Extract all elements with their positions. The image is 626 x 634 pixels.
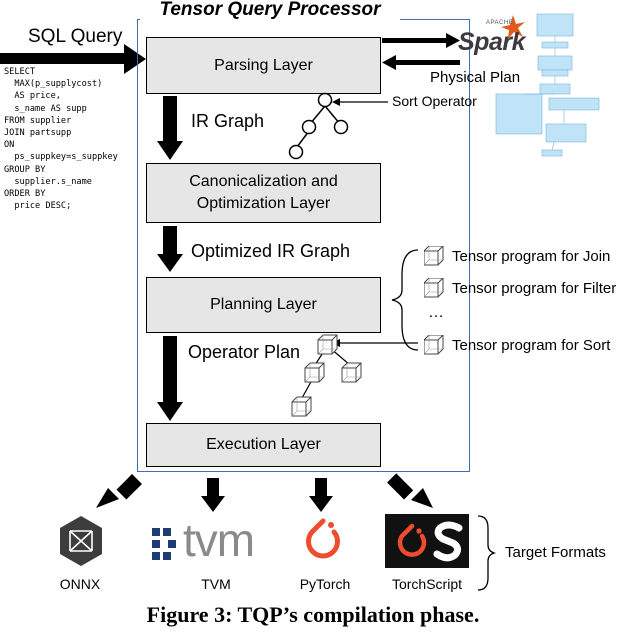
spark-star-icon xyxy=(501,15,525,39)
tensor-program-sort: Tensor program for Sort xyxy=(424,335,610,355)
tensor-program-ellipsis: … xyxy=(428,304,444,321)
pytorch-logo-icon xyxy=(306,518,340,559)
execution-layer: Execution Layer xyxy=(146,423,381,467)
target-formats-label: Target Formats xyxy=(505,544,606,561)
ir-tree-icon xyxy=(288,92,349,160)
flow-arrows xyxy=(157,96,183,421)
output-arrows xyxy=(96,473,433,512)
tvm-logo-icon xyxy=(152,528,176,560)
spark-arrows xyxy=(382,33,460,70)
physical-plan-thumbnail xyxy=(495,13,600,157)
spark-name: Spark xyxy=(458,28,525,56)
canonicalization-label-line1: Canonicalization and xyxy=(189,173,338,190)
physical-plan-label: Physical Plan xyxy=(430,69,521,86)
sql-code: SELECT MAX(p_supplycost) AS price, s_nam… xyxy=(4,67,118,212)
figure-caption: Figure 3: TQP’s compilation phase. xyxy=(146,602,480,627)
sort-operator-label: Sort Operator xyxy=(392,93,477,109)
ir-graph-label: IR Graph xyxy=(191,111,265,131)
spark-logo: APACHE Spark xyxy=(456,14,536,60)
onnx-label: ONNX xyxy=(59,576,101,592)
pytorch-label: PyTorch xyxy=(299,576,351,592)
planning-layer-label: Planning Layer xyxy=(210,296,317,313)
cube-icon xyxy=(424,278,444,298)
execution-layer-label: Execution Layer xyxy=(206,436,321,453)
tensor-program-filter: Tensor program for Filter xyxy=(424,278,616,298)
parsing-layer-label: Parsing Layer xyxy=(214,56,313,74)
torchscript-logo xyxy=(385,514,469,568)
sql-input-arrow xyxy=(0,44,146,74)
optimized-ir-graph-label: Optimized IR Graph xyxy=(191,241,351,261)
torchscript-flame-icon xyxy=(397,523,427,557)
tensor-program-sort-label: Tensor program for Sort xyxy=(452,336,611,354)
cube-icon xyxy=(424,246,444,266)
spark-apache-text: APACHE xyxy=(486,20,514,26)
tvm-logo-text: tvm xyxy=(183,514,255,566)
tensor-program-join-label: Tensor program for Join xyxy=(452,247,611,265)
canonicalization-layer: Canonicalization and Optimization Layer xyxy=(146,163,381,223)
sql-query-label: SQL Query xyxy=(28,26,123,47)
cube-icon xyxy=(424,335,444,355)
diagram-title: Tensor Query Processor xyxy=(140,0,400,21)
planning-layer: Planning Layer xyxy=(146,277,381,333)
canonicalization-label-line2: Optimization Layer xyxy=(196,195,331,212)
onnx-logo-icon xyxy=(60,516,102,566)
tvm-label: TVM xyxy=(201,576,231,592)
torchscript-label: TorchScript xyxy=(391,576,463,592)
operator-plan-tree-icon xyxy=(291,334,362,417)
tensor-program-filter-label: Tensor program for Filter xyxy=(452,279,617,297)
tensor-program-join: Tensor program for Join xyxy=(424,246,610,266)
parsing-layer: Parsing Layer xyxy=(146,37,381,94)
operator-plan-label: Operator Plan xyxy=(188,342,301,362)
torchscript-s-icon xyxy=(433,521,463,562)
